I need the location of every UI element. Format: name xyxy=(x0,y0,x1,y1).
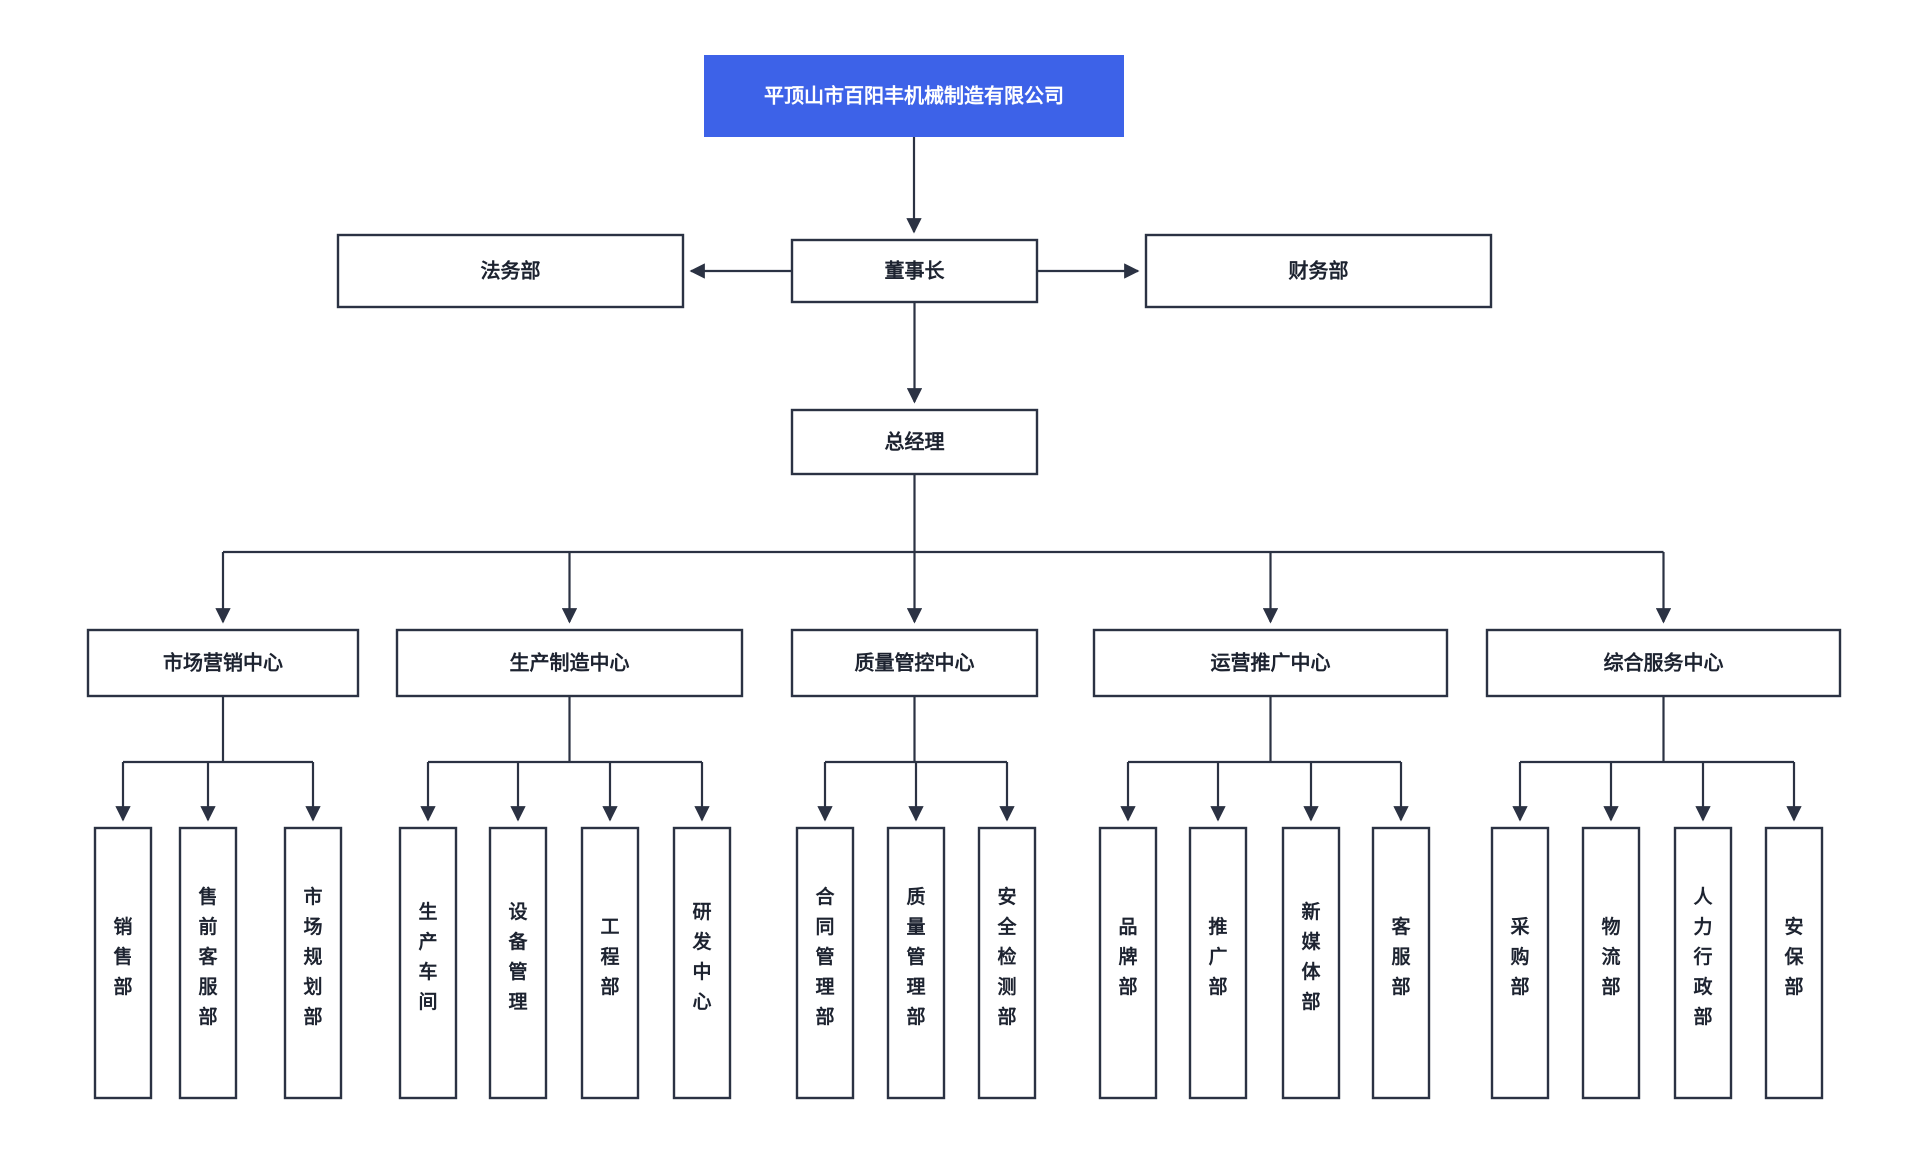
node-department-2-4-rect xyxy=(672,826,732,1100)
department-label-5-2: 物流部 xyxy=(1601,915,1620,998)
node-department-2-1-rect xyxy=(398,826,458,1100)
node-department-5-1-rect xyxy=(1490,826,1550,1100)
department-label-5-1: 采购部 xyxy=(1510,916,1529,998)
node-department-4-1[interactable]: 品牌部 xyxy=(1098,826,1158,1100)
department-label-5-3: 人力行政部 xyxy=(1692,886,1713,1028)
department-label-4-1: 品牌部 xyxy=(1118,916,1137,998)
department-label-2-1: 生产车间 xyxy=(418,900,437,1013)
finance-dept-label: 财务部 xyxy=(1289,258,1349,282)
node-company-root-rect xyxy=(704,55,1124,137)
node-department-4-4-rect xyxy=(1371,826,1431,1100)
node-department-5-4[interactable]: 安保部 xyxy=(1764,826,1824,1100)
node-department-1-1[interactable]: 销售部 xyxy=(93,826,153,1100)
node-center-1-rect xyxy=(86,628,360,698)
node-general-manager-rect xyxy=(790,408,1039,476)
node-department-5-3[interactable]: 人力行政部 xyxy=(1673,826,1733,1100)
node-center-4[interactable]: 运营推广中心 xyxy=(1092,628,1449,698)
node-department-3-2-rect xyxy=(886,826,946,1100)
general-manager-label: 总经理 xyxy=(885,429,945,453)
chairman-label: 董事长 xyxy=(885,258,946,282)
node-chairman[interactable]: 董事长 xyxy=(790,238,1039,304)
department-label-3-2: 质量管理部 xyxy=(906,886,925,1028)
node-department-5-2-rect xyxy=(1581,826,1641,1100)
department-label-4-3: 新媒体部 xyxy=(1301,900,1321,1013)
node-center-2-rect xyxy=(395,628,744,698)
center-label-5: 综合服务中心 xyxy=(1604,650,1724,674)
node-department-4-2-rect xyxy=(1188,826,1248,1100)
node-department-3-1-rect xyxy=(795,826,855,1100)
node-department-4-2[interactable]: 推广部 xyxy=(1188,826,1248,1100)
legal-dept-label: 法务部 xyxy=(481,258,541,282)
node-department-2-1[interactable]: 生产车间 xyxy=(398,826,458,1100)
node-department-3-2[interactable]: 质量管理部 xyxy=(886,826,946,1100)
node-department-4-1-rect xyxy=(1098,826,1158,1100)
node-center-5[interactable]: 综合服务中心 xyxy=(1485,628,1842,698)
node-department-1-1-rect xyxy=(93,826,153,1100)
node-chairman-rect xyxy=(790,238,1039,304)
node-department-2-3-rect xyxy=(580,826,640,1100)
node-center-4-rect xyxy=(1092,628,1449,698)
node-department-1-3[interactable]: 市场规划部 xyxy=(283,826,343,1100)
node-center-2[interactable]: 生产制造中心 xyxy=(395,628,744,698)
node-department-1-3-rect xyxy=(283,826,343,1100)
center-label-3: 质量管控中心 xyxy=(855,650,975,674)
node-department-2-3[interactable]: 工程部 xyxy=(580,826,640,1100)
node-department-5-3-rect xyxy=(1673,826,1733,1100)
node-department-2-2-rect xyxy=(488,826,548,1100)
node-department-4-4[interactable]: 客服部 xyxy=(1371,826,1431,1100)
node-legal-dept[interactable]: 法务部 xyxy=(336,233,685,309)
department-label-3-1: 合同管理部 xyxy=(815,885,835,1028)
node-legal-dept-rect xyxy=(336,233,685,309)
node-center-5-rect xyxy=(1485,628,1842,698)
department-label-4-2: 推广部 xyxy=(1208,915,1227,998)
department-label-2-3: 工程部 xyxy=(600,917,619,998)
node-department-3-1[interactable]: 合同管理部 xyxy=(795,826,855,1100)
company-title-label: 平顶山市百阳丰机械制造有限公司 xyxy=(764,83,1064,107)
node-finance-dept[interactable]: 财务部 xyxy=(1144,233,1493,309)
node-center-1[interactable]: 市场营销中心 xyxy=(86,628,360,698)
node-center-3-rect xyxy=(790,628,1039,698)
node-department-3-3[interactable]: 安全检测部 xyxy=(977,826,1037,1100)
node-department-5-4-rect xyxy=(1764,826,1824,1100)
center-label-2: 生产制造中心 xyxy=(510,650,630,674)
node-company-root[interactable]: 平顶山市百阳丰机械制造有限公司 xyxy=(704,55,1124,137)
department-label-1-2: 售前客服部 xyxy=(197,885,218,1028)
node-center-3[interactable]: 质量管控中心 xyxy=(790,628,1039,698)
node-department-5-2[interactable]: 物流部 xyxy=(1581,826,1641,1100)
connector-layer xyxy=(115,137,1802,822)
node-department-2-4[interactable]: 研发中心 xyxy=(672,826,732,1100)
node-department-4-3[interactable]: 新媒体部 xyxy=(1281,826,1341,1100)
node-department-4-3-rect xyxy=(1281,826,1341,1100)
department-label-1-1: 销售部 xyxy=(112,915,132,998)
node-department-2-2[interactable]: 设备管理 xyxy=(488,826,548,1100)
center-label-4: 运营推广中心 xyxy=(1211,650,1331,674)
department-label-2-2: 设备管理 xyxy=(507,901,528,1013)
department-label-1-3: 市场规划部 xyxy=(303,885,322,1028)
center-label-1: 市场营销中心 xyxy=(163,650,283,674)
department-label-5-4: 安保部 xyxy=(1783,915,1804,998)
department-label-3-3: 安全检测部 xyxy=(996,885,1017,1028)
node-department-1-2[interactable]: 售前客服部 xyxy=(178,826,238,1100)
node-finance-dept-rect xyxy=(1144,233,1493,309)
node-department-3-3-rect xyxy=(977,826,1037,1100)
node-department-5-1[interactable]: 采购部 xyxy=(1490,826,1550,1100)
department-label-2-4: 研发中心 xyxy=(691,902,712,1013)
node-department-1-2-rect xyxy=(178,826,238,1100)
node-general-manager[interactable]: 总经理 xyxy=(790,408,1039,476)
department-label-4-4: 客服部 xyxy=(1391,915,1411,998)
